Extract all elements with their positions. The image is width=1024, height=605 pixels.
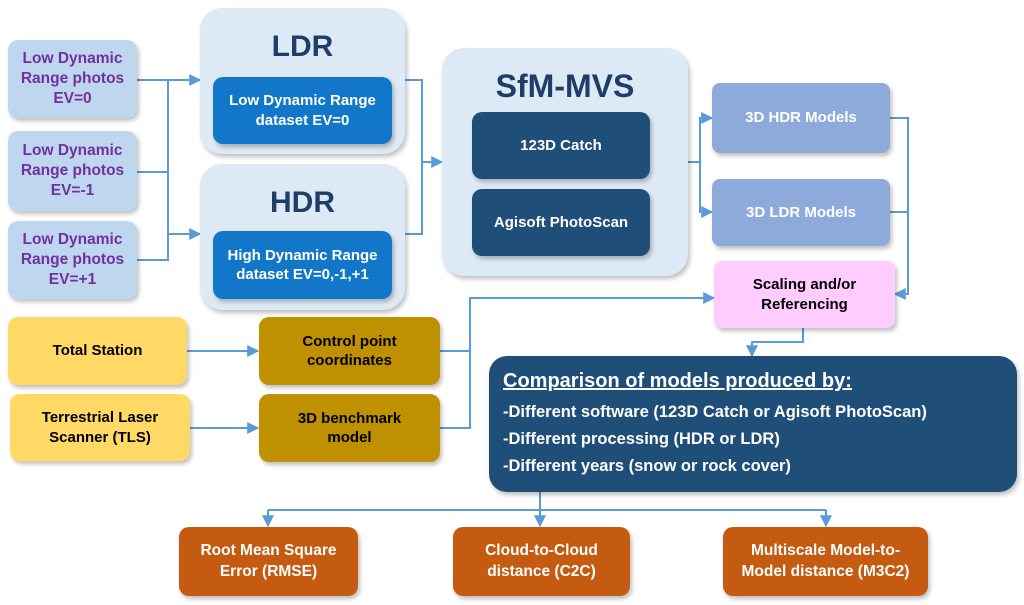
photo-ev0: Low Dynamic Range photos EV=0 <box>8 40 137 118</box>
metric-rmse: Root Mean Square Error (RMSE) <box>179 527 358 596</box>
control-point-coordinates: Control point coordinates <box>259 317 440 385</box>
comparison-title: Comparison of models produced by: <box>503 370 852 392</box>
total-station: Total Station <box>8 317 187 385</box>
ldr-dataset: Low Dynamic Range dataset EV=0 <box>213 77 392 144</box>
ldr-group: LDR Low Dynamic Range dataset EV=0 <box>200 8 405 154</box>
comparison-item-processing: -Different processing (HDR or LDR) <box>503 430 780 448</box>
connector-sfm-hdr <box>688 112 714 163</box>
connector-photo-hdr <box>137 228 202 261</box>
connector-models-scaling <box>890 117 909 300</box>
ldr-models: 3D LDR Models <box>712 179 890 246</box>
comparison-item-software: -Different software (123D Catch or Agiso… <box>503 403 927 421</box>
connector-ldr-sfm <box>405 79 444 168</box>
hdr-title: HDR <box>270 186 335 219</box>
hdr-group: HDR High Dynamic Range dataset EV=0,-1,+… <box>200 164 405 310</box>
terrestrial-laser-scanner: Terrestrial Laser Scanner (TLS) <box>10 394 190 461</box>
software-agisoft-photoscan: Agisoft PhotoScan <box>472 189 650 256</box>
photo-ev-plus1: Low Dynamic Range photos EV=+1 <box>8 221 137 299</box>
connector-bm-scaling <box>440 351 471 429</box>
connector-hdr-sfm <box>405 162 423 235</box>
comparison-box: Comparison of models produced by: -Diffe… <box>489 356 1017 492</box>
connector-cp-scaling <box>440 292 716 352</box>
hdr-models: 3D HDR Models <box>712 83 890 153</box>
sfm-mvs-group: SfM-MVS 123D Catch Agisoft PhotoScan <box>442 48 688 276</box>
software-123d-catch: 123D Catch <box>472 112 650 179</box>
connector-sfm-ldr <box>699 162 714 218</box>
benchmark-model: 3D benchmark model <box>259 394 440 462</box>
photo-ev-minus1: Low Dynamic Range photos EV=-1 <box>8 131 137 211</box>
metric-c2c: Cloud-to-Cloud distance (C2C) <box>453 527 630 596</box>
sfm-mvs-title: SfM-MVS <box>495 68 635 104</box>
metric-m3c2: Multiscale Model-to- Model distance (M3C… <box>723 527 928 596</box>
scaling-referencing: Scaling and/or Referencing <box>714 261 895 328</box>
hdr-dataset: High Dynamic Range dataset EV=0,-1,+1 <box>213 231 392 299</box>
ldr-title: LDR <box>271 30 334 63</box>
comparison-item-years: -Different years (snow or rock cover) <box>503 457 791 475</box>
connector-scaling-comparison <box>746 328 804 358</box>
